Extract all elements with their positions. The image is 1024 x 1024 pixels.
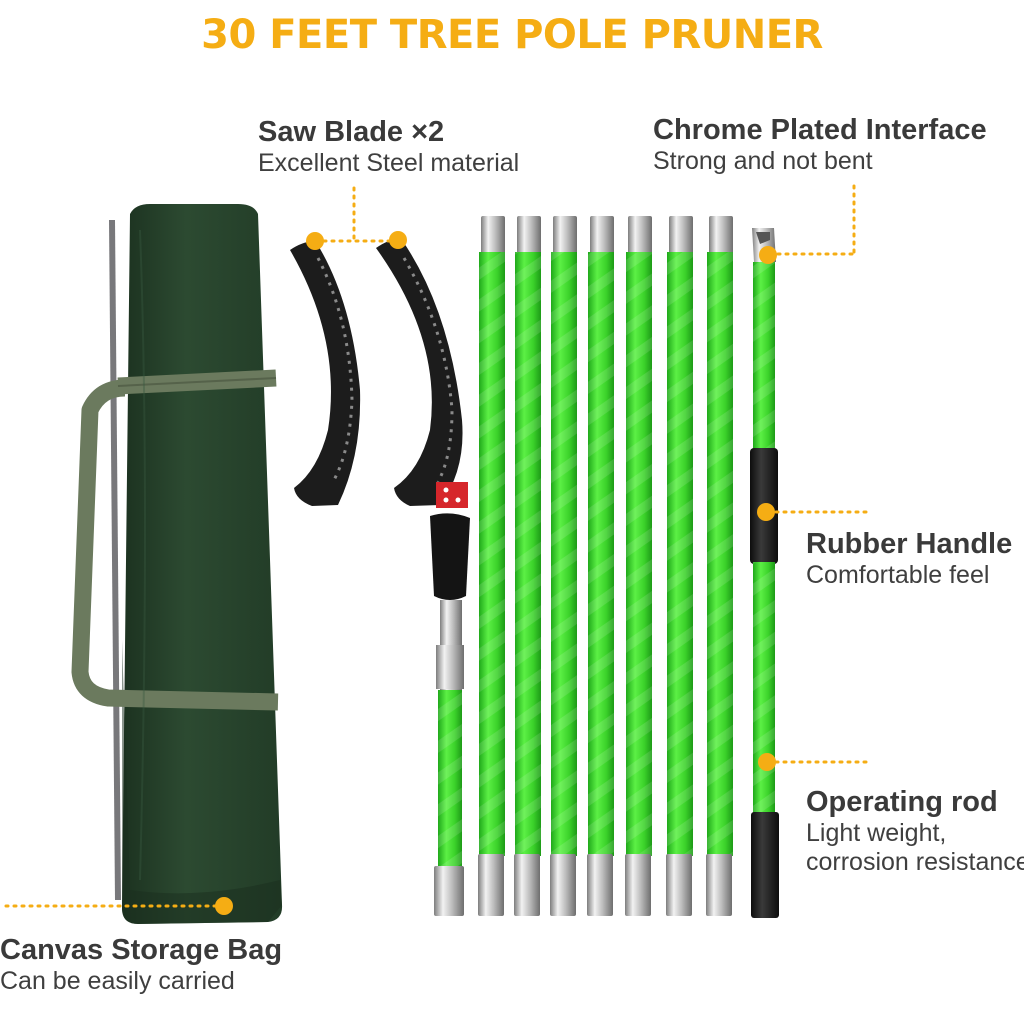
extension-pole [514, 216, 541, 916]
canvas-storage-bag [71, 204, 283, 924]
callout-storage-bag [4, 897, 233, 915]
chrome-interface-subtext: Strong and not bent [653, 147, 873, 176]
extension-pole [706, 216, 733, 916]
extension-pole [550, 216, 577, 916]
callout-rubber-handle [757, 503, 868, 521]
rubber-handle-heading: Rubber Handle [806, 528, 1013, 560]
extension-pole [587, 216, 614, 916]
operating-rod-subtext-1: Light weight, [806, 819, 947, 848]
saw-blade-subtext: Excellent Steel material [258, 149, 520, 178]
chrome-interface-heading: Chrome Plated Interface [653, 114, 987, 146]
operating-rod-label: Operating rod Light weight, corrosion re… [806, 786, 1024, 877]
operating-rod-subtext-2: corrosion resistance [806, 848, 1024, 877]
storage-bag-subtext: Can be easily carried [0, 967, 235, 996]
saw-blade-main [376, 239, 470, 916]
storage-bag-heading: Canvas Storage Bag [0, 934, 283, 966]
callout-chrome-interface [759, 184, 856, 264]
rubber-handle-subtext: Comfortable feel [806, 561, 990, 590]
extension-pole [625, 216, 652, 916]
bag-strap [71, 369, 279, 711]
page-title: 30 FEET TREE POLE PRUNER [201, 12, 823, 58]
saw-blade-label: Saw Blade ×2 Excellent Steel material [258, 116, 519, 178]
storage-bag-label: Canvas Storage Bag Can be easily carried [0, 934, 282, 996]
saw-blade-spare [290, 241, 361, 506]
extension-pole [666, 216, 693, 916]
callout-saw-blade [306, 186, 407, 250]
rubber-handle-label: Rubber Handle Comfortable feel [806, 528, 1012, 590]
extension-poles [478, 216, 733, 916]
callout-operating-rod [758, 753, 868, 771]
chrome-interface-label: Chrome Plated Interface Strong and not b… [653, 114, 987, 176]
saw-blade-heading: Saw Blade ×2 [258, 116, 445, 148]
operating-rod [750, 228, 779, 918]
extension-pole [478, 216, 505, 916]
operating-rod-heading: Operating rod [806, 786, 998, 818]
